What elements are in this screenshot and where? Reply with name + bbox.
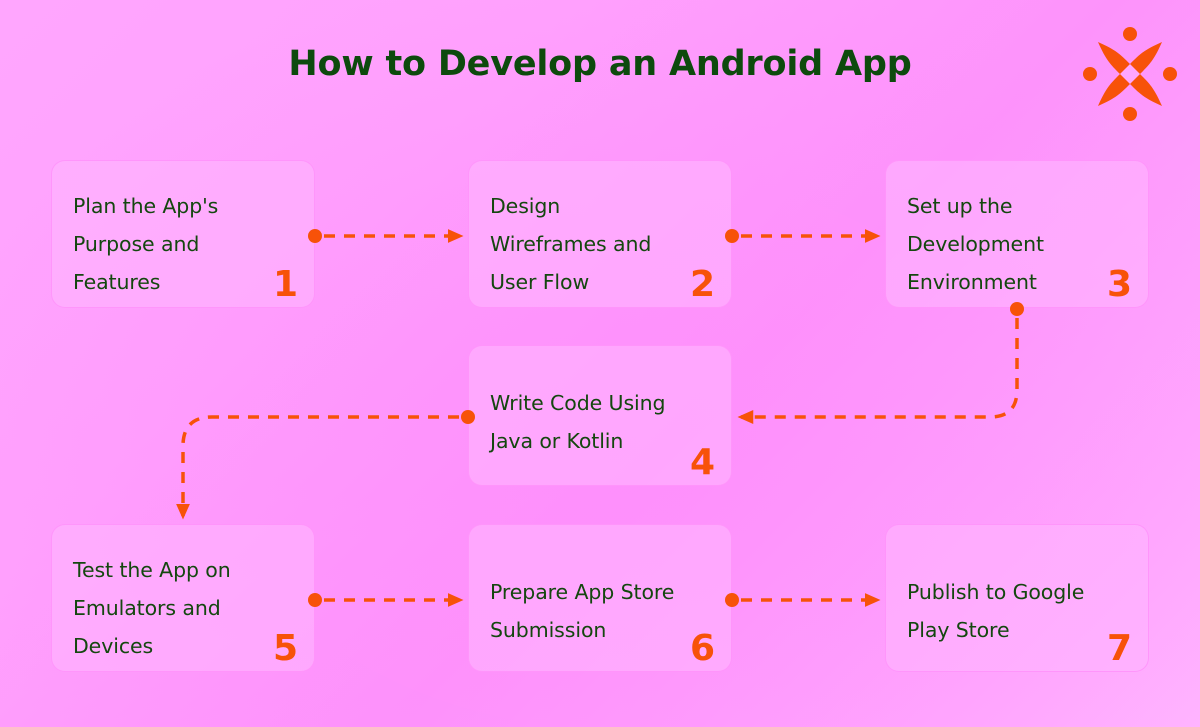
step-number-2: 2 xyxy=(689,264,715,305)
connector-1-to-2 xyxy=(308,229,464,243)
four-pointed-star-logo xyxy=(1082,26,1178,122)
connector-6-to-7 xyxy=(725,593,881,607)
step-box-5[interactable]: Test the App on Emulators and Devices 5 xyxy=(51,524,315,672)
step-box-1[interactable]: Plan the App's Purpose and Features 1 xyxy=(51,160,315,308)
step-box-6[interactable]: Prepare App Store Submission 6 xyxy=(468,524,732,672)
step-box-2[interactable]: Design Wireframes and User Flow 2 xyxy=(468,160,732,308)
page-title: How to Develop an Android App xyxy=(288,44,912,84)
step-label-1: Plan the App's Purpose and Features xyxy=(73,194,219,294)
connector-3-to-4 xyxy=(737,302,1024,424)
step-number-5: 5 xyxy=(272,628,298,669)
connector-2-to-3 xyxy=(725,229,881,243)
connector-4-to-5 xyxy=(176,410,475,520)
step-number-6: 6 xyxy=(689,628,715,669)
step-label-2: Design Wireframes and User Flow xyxy=(490,194,652,294)
step-number-7: 7 xyxy=(1106,628,1132,669)
step-box-4[interactable]: Write Code Using Java or Kotlin 4 xyxy=(468,345,732,486)
step-number-4: 4 xyxy=(689,442,715,483)
step-label-7: Publish to Google Play Store xyxy=(907,580,1085,642)
step-label-3: Set up the Development Environment xyxy=(907,194,1044,294)
step-label-4: Write Code Using Java or Kotlin xyxy=(490,391,666,453)
step-box-3[interactable]: Set up the Development Environment 3 xyxy=(885,160,1149,308)
connector-5-to-6 xyxy=(308,593,464,607)
step-label-6: Prepare App Store Submission xyxy=(490,580,675,642)
step-number-3: 3 xyxy=(1106,264,1132,305)
step-box-7[interactable]: Publish to Google Play Store 7 xyxy=(885,524,1149,672)
step-label-5: Test the App on Emulators and Devices xyxy=(73,558,231,658)
step-number-1: 1 xyxy=(272,264,298,305)
